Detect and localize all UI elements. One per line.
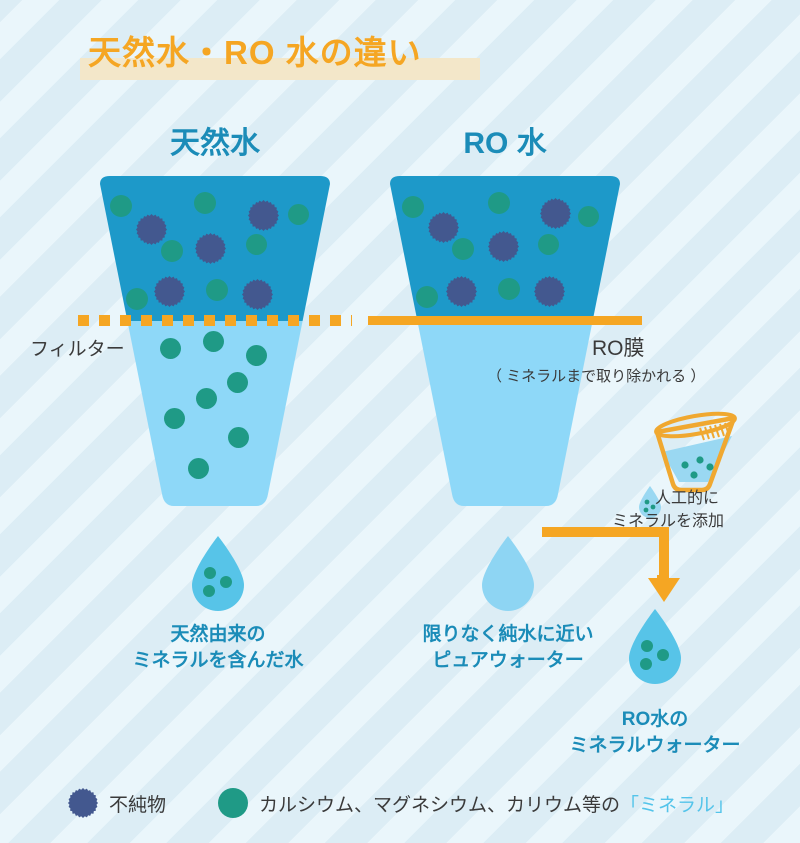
legend-impurity-label: 不純物	[109, 794, 167, 816]
page-title: 天然水・RO 水の違い	[88, 34, 422, 71]
label-ro-mineral-result-line2: ミネラルウォーター	[569, 734, 741, 756]
mineral-particle	[160, 338, 181, 359]
ro-membrane-line	[368, 316, 642, 325]
mineral-particle	[196, 388, 217, 409]
heading-ro-water: RO 水	[463, 127, 547, 160]
mineral-swatch-icon	[218, 788, 248, 818]
mineral-particle	[126, 288, 148, 310]
mineral-particle	[488, 192, 510, 214]
funnel-natural-water	[90, 176, 340, 506]
legend-mineral-label-plain: カルシウム、マグネシウム、カリウム等の	[259, 794, 621, 816]
mineral-flow-arrow	[540, 527, 680, 608]
impurity-particle	[195, 233, 226, 264]
beaker-icon	[648, 411, 753, 498]
legend-item-impurity: 不純物	[68, 788, 166, 818]
funnel-ro-water	[380, 176, 630, 506]
mineral-addition-line1: 人工的に	[655, 490, 720, 507]
label-ro-mineral-result-line1: RO水の	[621, 709, 689, 730]
legend-item-mineral: カルシウム、マグネシウム、カリウム等の「ミネラル」	[218, 788, 734, 818]
mineral-particle	[228, 427, 249, 448]
title-highlight-band	[80, 58, 480, 80]
mineral-particle	[498, 278, 520, 300]
ro-membrane-label: RO膜	[592, 337, 645, 360]
mineral-particle	[416, 286, 438, 308]
droplet-natural-water	[188, 534, 248, 614]
impurity-particle	[136, 214, 167, 245]
mineral-particle	[246, 234, 267, 255]
label-pure-result: 限りなく純水に近い ピュアウォーター	[383, 622, 633, 673]
mineral-particle	[227, 372, 248, 393]
impurity-particle	[534, 276, 565, 307]
mineral-particle	[194, 192, 216, 214]
impurity-particle	[488, 231, 519, 262]
heading-natural-water: 天然水	[170, 127, 260, 160]
filter-label: フィルター	[30, 339, 125, 360]
droplet-pure-water	[478, 534, 538, 614]
mineral-particle	[203, 331, 224, 352]
mineral-addition-line2: ミネラルを添加	[612, 513, 725, 531]
mineral-particle	[402, 196, 424, 218]
label-pure-result-line2: ピュアウォーター	[432, 649, 584, 671]
label-ro-mineral-result: RO水の ミネラルウォーター	[530, 707, 780, 758]
impurity-particle	[248, 200, 279, 231]
filter-line	[78, 315, 352, 326]
impurity-particle	[154, 276, 185, 307]
impurity-particle	[540, 198, 571, 229]
mineral-particle	[578, 206, 599, 227]
ro-membrane-note: （ ミネラルまで取り除かれる ）	[487, 368, 706, 385]
impurity-swatch-icon	[68, 788, 98, 818]
label-natural-result-line1: 天然由来の	[170, 624, 266, 645]
mineral-particle	[538, 234, 559, 255]
mineral-particle	[246, 345, 267, 366]
droplet-ro-mineral-water	[625, 607, 685, 687]
label-natural-result-line2: ミネラルを含んだ水	[132, 649, 304, 671]
mineral-particle	[452, 238, 474, 260]
mineral-particle	[206, 279, 228, 301]
mineral-particle	[110, 195, 132, 217]
mineral-particle	[164, 408, 185, 429]
label-pure-result-line1: 限りなく純水に近い	[422, 624, 594, 645]
mineral-particle	[188, 458, 209, 479]
legend-mineral-label: カルシウム、マグネシウム、カリウム等の「ミネラル」	[259, 790, 734, 817]
mineral-particle	[288, 204, 309, 225]
mineral-addition-label: 人工的に ミネラルを添加	[612, 487, 724, 533]
impurity-particle	[428, 212, 459, 243]
impurity-particle	[242, 279, 273, 310]
mineral-particle	[161, 240, 183, 262]
mineral-droplet-icon	[637, 485, 663, 524]
impurity-particle	[446, 276, 477, 307]
label-natural-result: 天然由来の ミネラルを含んだ水	[93, 622, 343, 673]
legend-mineral-label-highlight: 「ミネラル」	[620, 794, 735, 816]
legend: 不純物 カルシウム、マグネシウム、カリウム等の「ミネラル」	[0, 788, 800, 832]
